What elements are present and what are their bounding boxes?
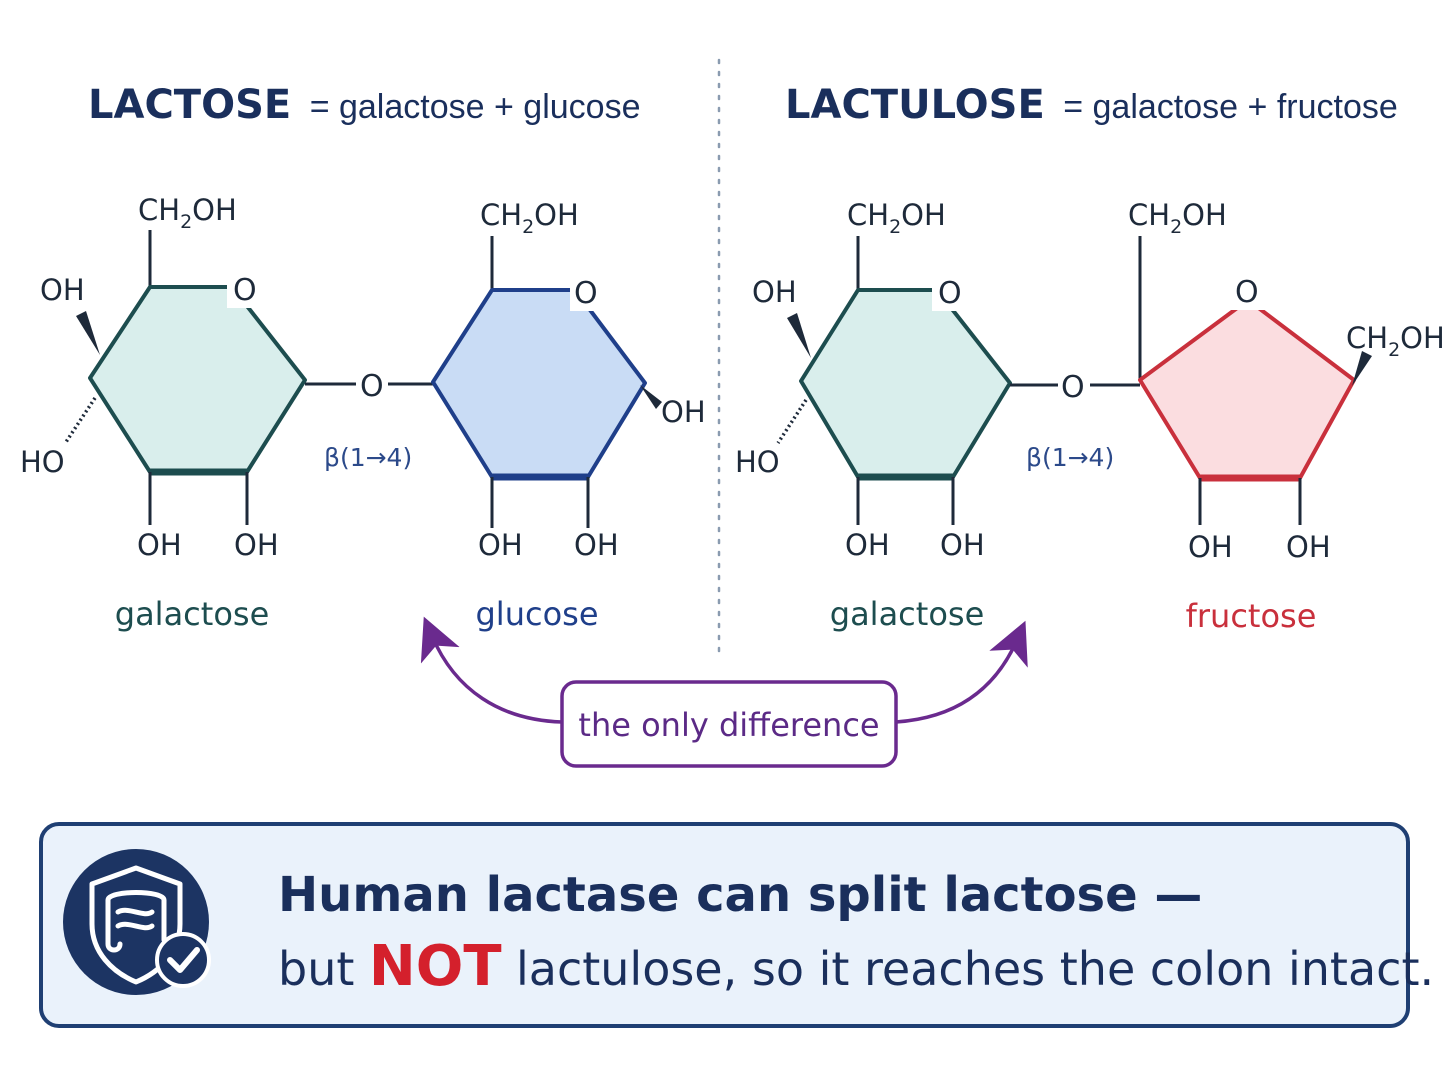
oh-label: OH (661, 395, 706, 429)
beta-1-4-label: β(1→4) (1026, 443, 1114, 472)
ring-oxygen: O (938, 276, 962, 311)
fructose-ring (1138, 236, 1372, 525)
banner-line-1: Human lactase can split lactose — (278, 867, 1202, 923)
oh-label: OH (940, 528, 985, 562)
bridge-oxygen: O (360, 369, 384, 404)
ho-label: HO (735, 445, 780, 479)
galactose-ring-right (776, 236, 1012, 525)
oh-label: OH (40, 273, 85, 307)
lactulose-title: LACTULOSE = galactose + fructose (785, 82, 1398, 128)
ch2oh-label: CH2OH (1128, 198, 1227, 238)
galactose-label: galactose (830, 595, 985, 633)
banner-line-2: but NOT lactulose, so it reaches the col… (278, 934, 1434, 999)
lactose-title: LACTOSE = galactose + glucose (88, 82, 640, 128)
info-banner (39, 822, 1410, 1028)
difference-arrow-right (895, 620, 1028, 724)
ring-oxygen: O (574, 276, 598, 311)
oh-label: OH (574, 528, 619, 562)
oh-label: OH (137, 528, 182, 562)
galactose-label: galactose (115, 595, 270, 633)
oh-label: OH (478, 528, 523, 562)
ch2oh-label: CH2OH (480, 198, 579, 238)
oh-label: OH (752, 275, 797, 309)
glucose-ring (431, 236, 662, 528)
glucose-label: glucose (475, 595, 598, 633)
oh-label: OH (1286, 530, 1331, 564)
ring-oxygen: O (1235, 275, 1259, 310)
ch2oh-label: CH2OH (138, 193, 237, 233)
fructose-label: fructose (1186, 597, 1317, 635)
oh-label: OH (234, 528, 279, 562)
ch2oh-label: CH2OH (1346, 321, 1445, 361)
difference-arrow-left (420, 616, 563, 724)
ch2oh-label: CH2OH (847, 198, 946, 238)
oh-label: OH (1188, 530, 1233, 564)
oh-label: OH (845, 528, 890, 562)
ring-oxygen: O (233, 273, 257, 308)
bridge-oxygen: O (1061, 370, 1085, 405)
galactose-ring-left (64, 230, 307, 525)
ho-label: HO (20, 445, 65, 479)
difference-box (560, 680, 898, 768)
intestine-shield-check-icon (63, 849, 211, 995)
difference-label: the only difference (578, 706, 879, 744)
beta-1-4-label: β(1→4) (324, 443, 412, 472)
